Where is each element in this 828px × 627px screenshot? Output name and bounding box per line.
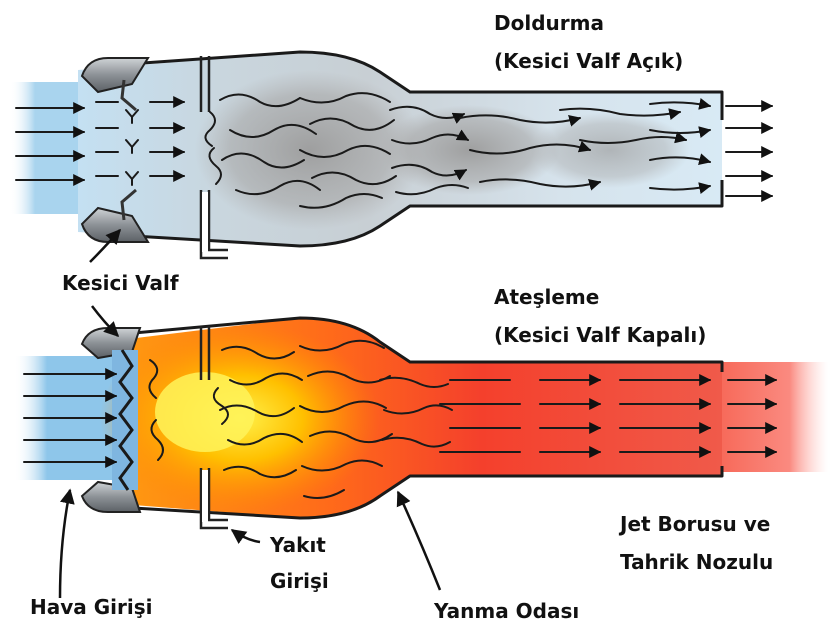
ignition-phase-engine [14, 318, 828, 528]
combustion-chamber-label: Yanma Odası [433, 599, 579, 623]
air-inlet-label: Hava Girişi [30, 595, 152, 619]
tailpipe-label-line1: Jet Borusu ve [618, 512, 770, 536]
fuel-inlet-label-line2: Girişi [270, 569, 329, 593]
intake-phase-title: Doldurma [494, 11, 604, 35]
shutter-valve-label: Kesici Valf [62, 271, 179, 295]
exhaust-smoke [530, 112, 690, 188]
ignition-phase-subtitle: (Kesici Valf Kapalı) [494, 323, 706, 347]
pointer-air-inlet [60, 490, 70, 598]
fuel-pipe-fill [202, 470, 208, 522]
intake-phase-engine [10, 52, 772, 258]
fuel-inlet-label-line1: Yakıt [269, 533, 326, 557]
intake-phase-subtitle: (Kesici Valf Açık) [494, 49, 683, 73]
pointer-fuel-inlet [232, 530, 260, 542]
pointer-combustion-chamber [398, 492, 440, 590]
tailpipe-label-line2: Tahrik Nozulu [620, 550, 773, 574]
fuel-pipe-fill [202, 192, 208, 252]
ignition-phase-title: Ateşleme [494, 285, 599, 309]
